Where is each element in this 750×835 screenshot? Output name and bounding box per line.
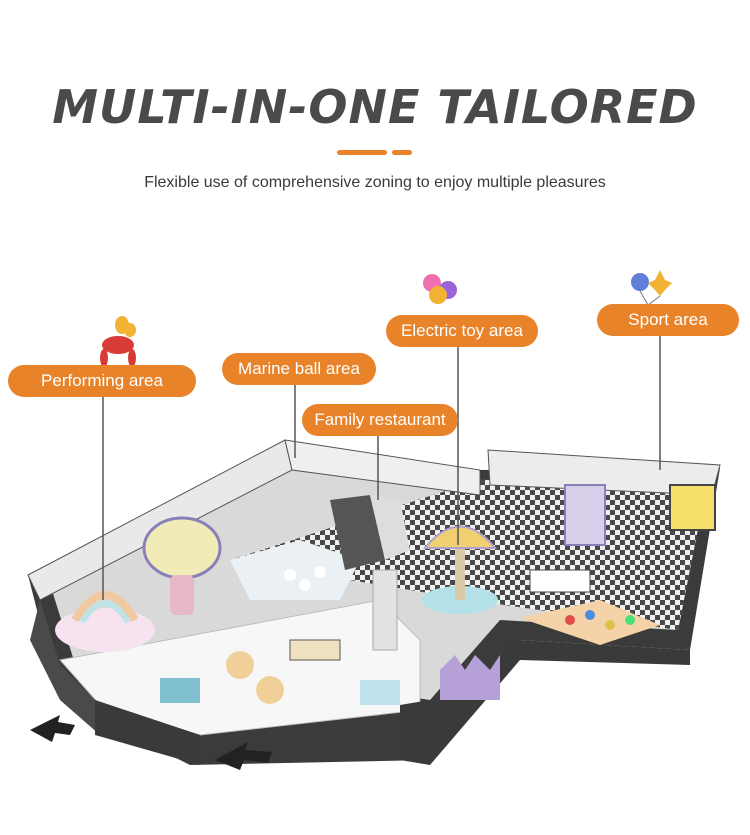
- sport-structure: [564, 484, 606, 546]
- label-sport-area: Sport area: [597, 304, 739, 336]
- balloons-icon: [631, 270, 672, 306]
- label-electric-toy-area: Electric toy area: [386, 315, 538, 347]
- carousel-roof: [422, 525, 498, 549]
- front-wall-right: [400, 640, 690, 765]
- entrance-arrow-right: [215, 742, 272, 770]
- entrance-arrow-left: [30, 715, 75, 742]
- purple-sofa: [440, 655, 500, 700]
- page-subtitle: Flexible use of comprehensive zoning to …: [144, 174, 606, 191]
- dome-structure: [142, 516, 222, 580]
- balloon-dog-icon: [100, 316, 136, 367]
- performing-stage: [55, 608, 155, 652]
- back-wall-middle: [284, 439, 481, 496]
- balloons-icon: [423, 274, 457, 304]
- ball-pit: [230, 540, 360, 600]
- title-accent-bar: [337, 150, 387, 155]
- pillar: [372, 569, 398, 651]
- colored-toy-pit: [520, 600, 660, 645]
- front-wall-center: [95, 700, 200, 765]
- label-marine-ball-area: Marine ball area: [222, 353, 376, 385]
- label-family-restaurant: Family restaurant: [302, 404, 458, 436]
- front-wall-left: [30, 600, 100, 735]
- page-title: MULTI-IN-ONE TAILORED: [52, 80, 698, 134]
- label-performing-area: Performing area: [8, 365, 196, 397]
- restaurant-table: [226, 651, 254, 679]
- title-accent-bar-short: [392, 150, 412, 155]
- slides: [330, 495, 385, 570]
